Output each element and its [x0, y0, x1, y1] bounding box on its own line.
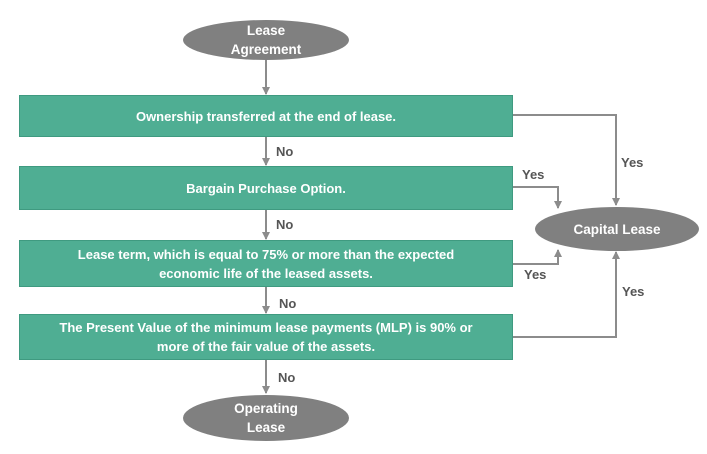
edge-label-q1-yes: Yes — [621, 155, 644, 170]
decision-present-value-line1: The Present Value of the minimum lease p… — [59, 320, 473, 335]
edge-label-q2-no: No — [276, 217, 294, 232]
decision-bargain-purchase: Bargain Purchase Option. — [19, 166, 513, 210]
start-node-line2: Agreement — [230, 42, 302, 57]
decision-lease-term-line1: Lease term, which is equal to 75% or mor… — [77, 246, 455, 262]
edge-label-q3-yes: Yes — [524, 267, 547, 282]
capital-lease-text: Capital Lease — [573, 221, 661, 237]
operating-lease-node: Operating Lease — [183, 395, 349, 441]
edge-label-q3-no: No — [279, 296, 297, 311]
decision-lease-term-line2: economic life of the leased assets. — [159, 265, 373, 281]
operating-lease-line1: Operating — [234, 401, 298, 416]
decision-ownership-transfer: Ownership transferred at the end of leas… — [19, 95, 513, 137]
decision-present-value-line2: more of the fair value of the assets. — [156, 339, 376, 354]
edge-label-q4-yes: Yes — [622, 284, 645, 299]
decision-bargain-purchase-text: Bargain Purchase Option. — [186, 180, 346, 196]
edge-label-q2-yes: Yes — [522, 167, 545, 182]
decision-lease-term: Lease term, which is equal to 75% or mor… — [19, 240, 513, 287]
decision-present-value: The Present Value of the minimum lease p… — [19, 314, 513, 360]
arrow-q1-yes-to-capital — [513, 114, 620, 206]
capital-lease-node: Capital Lease — [535, 207, 699, 251]
arrow-q2-yes-to-capital — [513, 186, 562, 209]
arrow-q3-yes-to-capital — [513, 249, 562, 265]
edge-label-q1-no: No — [276, 144, 294, 159]
edge-label-q4-no: No — [278, 370, 296, 385]
decision-ownership-transfer-text: Ownership transferred at the end of leas… — [135, 108, 397, 124]
arrow-q4-yes-to-capital — [513, 251, 620, 338]
start-node-line1: Lease — [246, 23, 286, 38]
start-node-lease-agreement: Lease Agreement — [183, 20, 349, 60]
operating-lease-line2: Lease — [246, 420, 286, 435]
